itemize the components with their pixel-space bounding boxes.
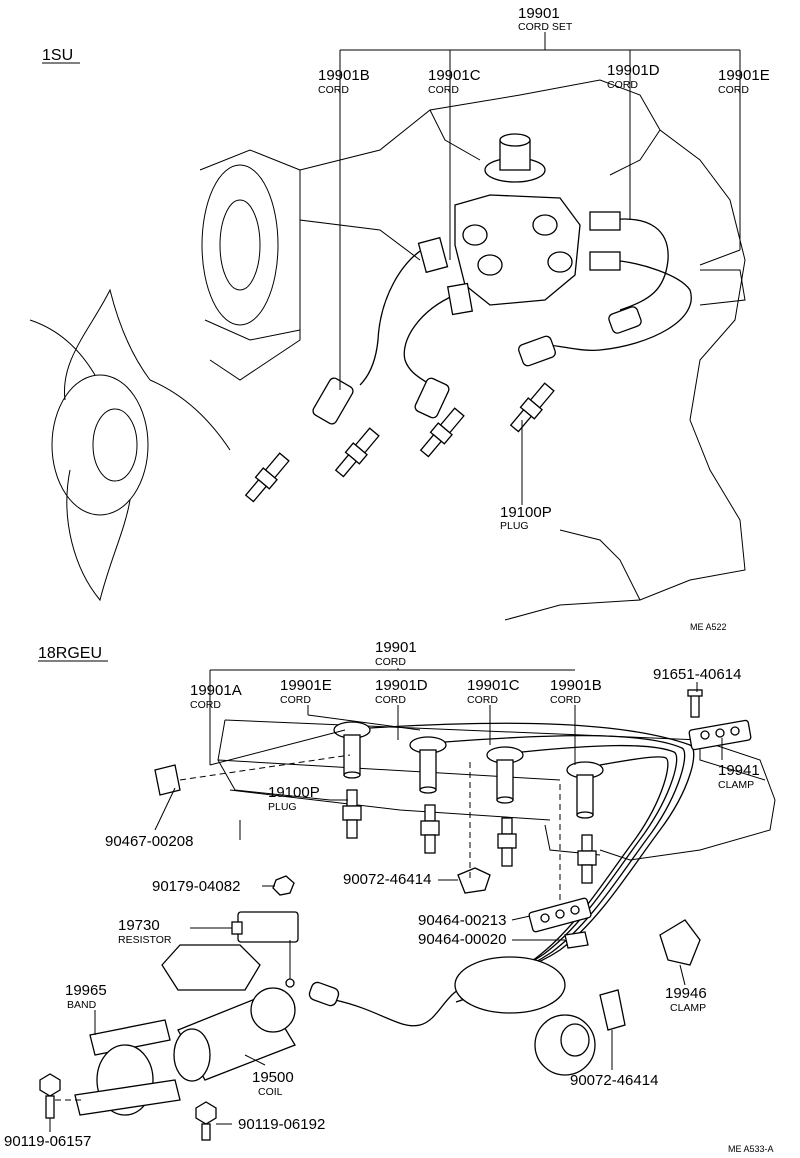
section-title-1su: 1SU: [42, 47, 73, 64]
label-19901b-number: 19901B: [550, 677, 602, 694]
bolt-90119-06192: [195, 1101, 217, 1141]
section-18rgeu: 18RGEU: [4, 639, 776, 1154]
label-19901e-number: 19901E: [718, 67, 770, 84]
coil-19500: [173, 987, 296, 1082]
label-19946-name: CLAMP: [670, 1002, 706, 1014]
label-19965-number: 19965: [65, 982, 107, 999]
label-cord-set-name: CORD SET: [518, 21, 573, 33]
spark-plugs-1su: [244, 382, 555, 503]
drawing-code-bottom: ME A533-A: [728, 1144, 774, 1154]
clip-90072-46414-a: [457, 867, 491, 894]
section-1su: 1SU: [29, 5, 770, 632]
leaders-18rgeu: [49, 668, 723, 1132]
clip-90072-46414-b: [599, 989, 626, 1031]
label-cord-name: CORD: [375, 656, 406, 668]
spark-plugs-18rgeu: [342, 789, 597, 884]
clip-90467-00208: [154, 764, 181, 796]
section-title-18rgeu: 18RGEU: [38, 645, 102, 662]
engine-block-1su: [199, 79, 746, 621]
label-19946-number: 19946: [665, 985, 707, 1002]
distributor-18rgeu: [308, 956, 596, 1076]
label-90072-46414-a: 90072-46414: [343, 871, 431, 888]
label-19901b-number: 19901B: [318, 67, 370, 84]
label-19901b-name: CORD: [550, 694, 581, 706]
label-19941-name: CLAMP: [718, 779, 754, 791]
label-plug-number: 19100P: [500, 504, 552, 521]
label-19901b-name: CORD: [318, 84, 349, 96]
labels-18rgeu: 19901 CORD 19901A CORD 19901E CORD 19901…: [4, 639, 774, 1154]
bolt-90119-06157: [39, 1073, 61, 1119]
label-19901a-number: 19901A: [190, 682, 242, 699]
label-19901d-name: CORD: [375, 694, 406, 706]
plug-tubes-18rgeu: [333, 721, 604, 819]
separator-90464-00213: [528, 897, 592, 933]
label-cord-number: 19901: [375, 639, 417, 656]
drawing-code-top: ME A522: [690, 622, 727, 632]
label-19500-number: 19500: [252, 1069, 294, 1086]
label-19730-number: 19730: [118, 917, 160, 934]
label-19901d-number: 19901D: [607, 62, 660, 79]
label-cord-set-number: 19901: [518, 5, 560, 22]
distributor-1su: [454, 133, 581, 306]
label-19901e-name: CORD: [280, 694, 311, 706]
label-19901c-number: 19901C: [428, 67, 481, 84]
label-90179-04082: 90179-04082: [152, 878, 240, 895]
label-90464-00213: 90464-00213: [418, 912, 506, 929]
label-19941-number: 19941: [718, 762, 760, 779]
label-plug-number: 19100P: [268, 784, 320, 801]
label-19901c-number: 19901C: [467, 677, 520, 694]
label-19901e-number: 19901E: [280, 677, 332, 694]
label-19901e-name: CORD: [718, 84, 749, 96]
label-19965-name: BAND: [67, 999, 97, 1011]
label-19901d-name: CORD: [607, 79, 638, 91]
label-90119-06192: 90119-06192: [238, 1116, 325, 1133]
label-90467-00208: 90467-00208: [105, 833, 193, 850]
label-90119-06157: 90119-06157: [4, 1133, 91, 1150]
grommet-90464-00020: [564, 931, 589, 949]
label-19901c-name: CORD: [467, 694, 498, 706]
label-91651-40614: 91651-40614: [653, 666, 741, 683]
label-plug-name: PLUG: [268, 801, 297, 813]
plate: [161, 944, 261, 991]
clamp-19941: [687, 689, 752, 751]
cord-set-1su: [312, 211, 692, 425]
label-19901c-name: CORD: [428, 84, 459, 96]
fan-1su: [29, 288, 231, 602]
label-19730-name: RESISTOR: [118, 934, 172, 946]
label-90072-46414-b: 90072-46414: [570, 1072, 658, 1089]
nut-90179-04082: [272, 875, 295, 896]
label-19901d-number: 19901D: [375, 677, 428, 694]
label-19500-name: COIL: [258, 1086, 283, 1098]
labels-1su: 19901 CORD SET 19901B CORD 19901C CORD 1…: [318, 5, 770, 632]
clamp-19946: [659, 919, 701, 966]
label-19901a-name: CORD: [190, 699, 221, 711]
label-90464-00020: 90464-00020: [418, 931, 506, 948]
label-plug-name: PLUG: [500, 520, 529, 532]
leaders-1su: [339, 32, 741, 505]
band-19965: [74, 1019, 181, 1116]
